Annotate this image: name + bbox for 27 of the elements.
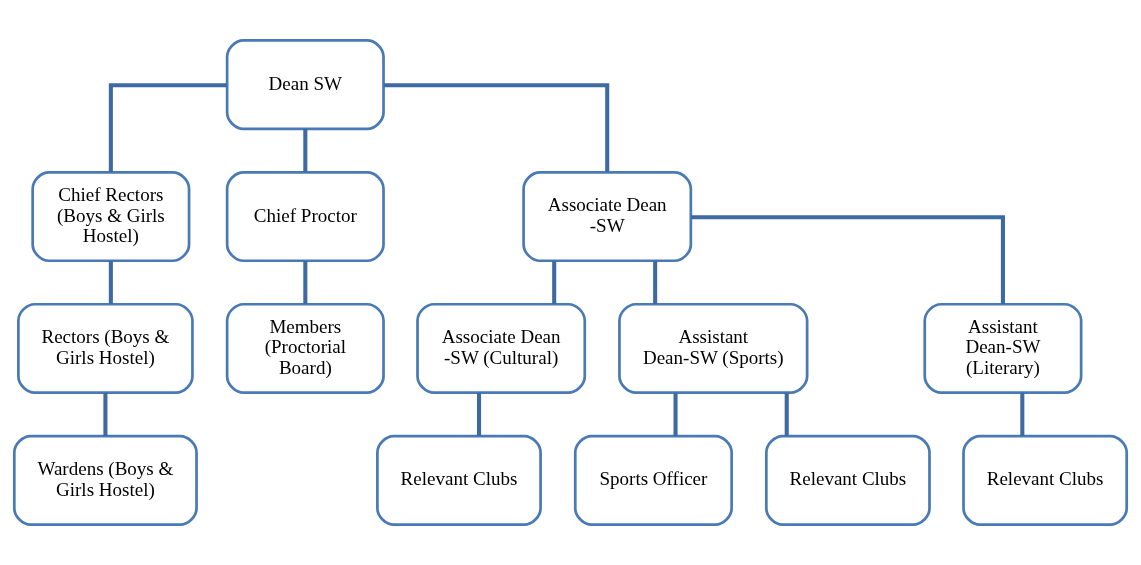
connector <box>552 260 557 305</box>
connector <box>303 128 308 173</box>
node-box: Associate Dean -SW <box>522 171 693 263</box>
connector <box>1020 392 1025 436</box>
node-box: Members (Proctorial Board) <box>225 302 385 394</box>
connector <box>108 83 227 173</box>
connector <box>673 392 678 436</box>
node-box: Relevant Clubs <box>764 434 931 526</box>
connector <box>108 260 113 305</box>
connector <box>691 215 1005 305</box>
node-box: Assistant Dean-SW (Sports) <box>618 302 809 394</box>
node-box: Wardens (Boys & Girls Hostel) <box>12 434 198 526</box>
node-box: Chief Rectors (Boys & Girls Hostel) <box>31 171 191 263</box>
node-box: Relevant Clubs <box>962 434 1129 526</box>
node-box: Sports Officer <box>573 434 733 526</box>
node-box: Relevant Clubs <box>376 434 542 526</box>
node-box: Dean SW <box>225 39 385 131</box>
connector <box>784 392 789 436</box>
node-box: Chief Proctor <box>225 171 385 263</box>
node-box: Rectors (Boys & Girls Hostel) <box>17 302 194 394</box>
connector <box>477 392 482 436</box>
connector <box>303 260 308 305</box>
connector <box>103 392 108 436</box>
connector <box>383 83 610 173</box>
node-box: Assistant Dean-SW (Literary) <box>923 302 1083 394</box>
node-box: Associate Dean -SW (Cultural) <box>416 302 587 394</box>
connector <box>653 260 658 305</box>
